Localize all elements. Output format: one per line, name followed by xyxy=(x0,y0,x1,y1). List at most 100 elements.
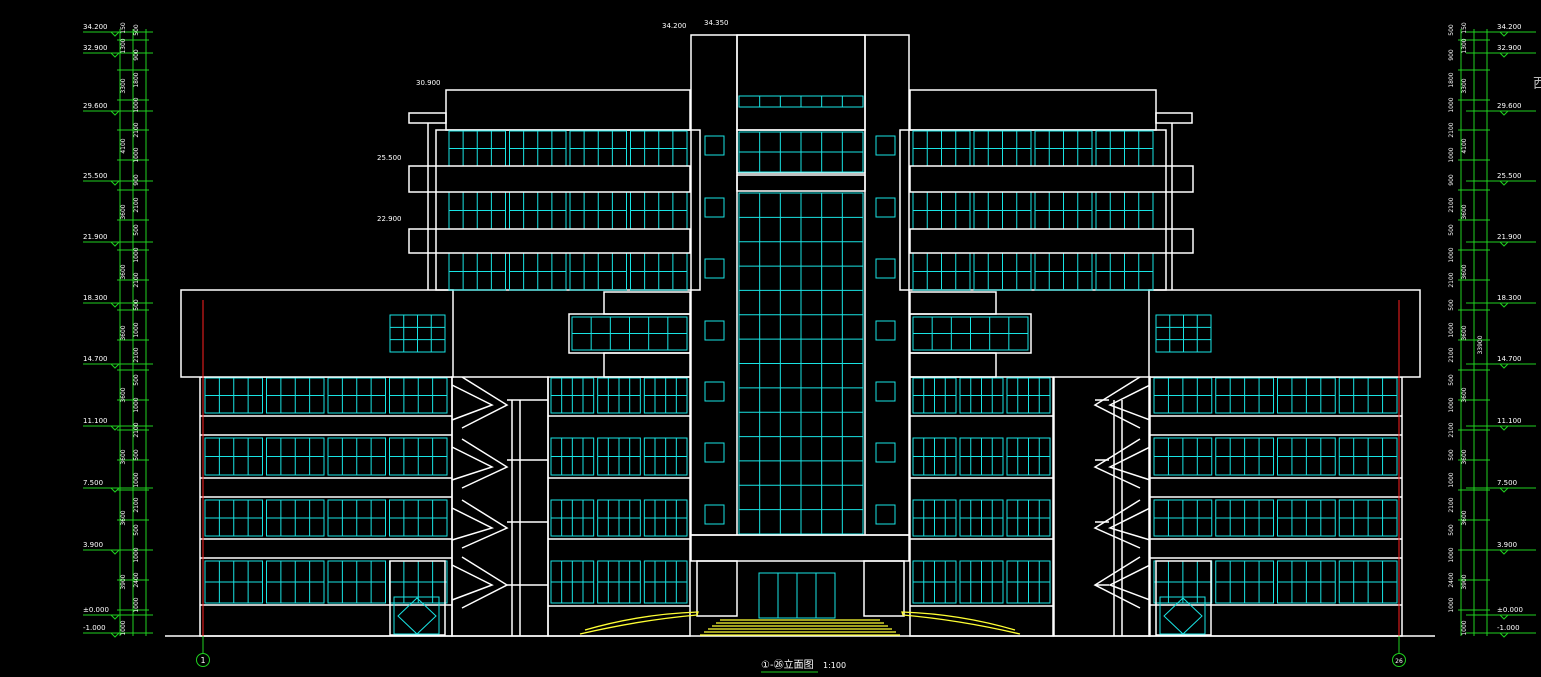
building-lines xyxy=(83,29,1536,653)
pier-window xyxy=(875,442,896,463)
axis-bubble-right xyxy=(1392,653,1406,667)
level-marker xyxy=(1498,110,1510,116)
dim-outer: 2100 xyxy=(133,272,140,287)
right-elev-7: 11.100 xyxy=(1497,417,1522,425)
stair-flight xyxy=(1107,507,1151,541)
dim-outer: 500 xyxy=(1448,449,1455,461)
dim-inner: 4100 xyxy=(120,138,127,153)
dim-inner: 1000 xyxy=(120,620,127,635)
dim-outer: 1000 xyxy=(133,247,140,262)
drawing-title: ①-㉖立面图 xyxy=(761,658,814,671)
dim-outer: 2100 xyxy=(133,347,140,362)
roof-ledge-right xyxy=(1155,112,1193,124)
level-marker xyxy=(109,614,121,620)
dim-outer: 1000 xyxy=(1448,147,1455,162)
left-elev-7: 11.100 xyxy=(83,417,108,425)
dim-outer: 1000 xyxy=(133,397,140,412)
dim-outer: 1000 xyxy=(133,597,140,612)
dim-outer: 500 xyxy=(133,299,140,311)
right-elev-8: 7.500 xyxy=(1497,479,1517,487)
level-marker xyxy=(1498,632,1510,638)
level-marker xyxy=(109,180,121,186)
dim-inner: 3900 xyxy=(120,574,127,589)
pier-window xyxy=(704,442,725,463)
dim-outer: 1000 xyxy=(1448,397,1455,412)
terrace xyxy=(909,352,997,378)
dim-outer: 500 xyxy=(133,524,140,536)
roof-parapet-left xyxy=(445,89,691,131)
door-diamond xyxy=(397,597,437,635)
dim-inner: 1300 xyxy=(120,38,127,53)
stair-flight xyxy=(1093,556,1141,609)
left-elev-9: 3.900 xyxy=(83,541,103,549)
dim-outer: 1000 xyxy=(1448,247,1455,262)
stair-flight xyxy=(461,499,509,549)
dim-inner: 3300 xyxy=(120,78,127,93)
left-elev-4: 21.900 xyxy=(83,233,108,241)
dim-inner: 3600 xyxy=(120,325,127,340)
dim-outer: 900 xyxy=(1448,174,1455,186)
level-marker xyxy=(109,241,121,247)
tower-band xyxy=(736,174,866,192)
left-elev-0: 34.200 xyxy=(83,23,108,31)
roof-ledge-left xyxy=(408,112,447,124)
stair-flight xyxy=(461,556,509,609)
cantilever-right xyxy=(1148,289,1421,378)
pier-window xyxy=(704,381,725,402)
balcony-band xyxy=(408,228,691,254)
left-elev-1: 32.900 xyxy=(83,44,108,52)
dim-outer: 2100 xyxy=(133,497,140,512)
pier-window xyxy=(704,197,725,218)
dim-outer: 2100 xyxy=(1448,197,1455,212)
axis-bubble-left xyxy=(196,653,210,667)
balcony-band xyxy=(408,165,691,193)
pier-window xyxy=(704,320,725,341)
dim-outer: 2100 xyxy=(1448,272,1455,287)
pier-window xyxy=(875,135,896,156)
right-elev-1: 32.900 xyxy=(1497,44,1522,52)
dim-outer: 2400 xyxy=(133,572,140,587)
level-marker xyxy=(1498,614,1510,620)
stair-flight xyxy=(1093,438,1141,489)
right-elev-10: ±0.000 xyxy=(1497,606,1523,614)
pier-window xyxy=(704,258,725,279)
left-elev-8: 7.500 xyxy=(83,479,103,487)
level-marker xyxy=(109,52,121,58)
stair-flight xyxy=(451,446,494,481)
dim-inner: 1000 xyxy=(1461,620,1468,635)
dim-outer: 1000 xyxy=(133,147,140,162)
dim-outer: 500 xyxy=(133,224,140,236)
dim-outer: 500 xyxy=(1448,374,1455,386)
top-mark-1: 34.350 xyxy=(704,19,729,27)
dim-inner: 3600 xyxy=(120,204,127,219)
right-elev-5: 18.300 xyxy=(1497,294,1522,302)
dim-outer: 1800 xyxy=(133,72,140,87)
dim-outer: 1000 xyxy=(133,97,140,112)
pier-window xyxy=(704,504,725,525)
dim-outer: 1000 xyxy=(133,547,140,562)
terrace xyxy=(909,291,997,315)
left-elev-6: 14.700 xyxy=(83,355,108,363)
right-elev-3: 25.500 xyxy=(1497,172,1522,180)
dim-inner: 3600 xyxy=(120,264,127,279)
terrace xyxy=(603,291,691,315)
pier-window xyxy=(875,197,896,218)
dim-outer: 2100 xyxy=(133,122,140,137)
dim-outer: 2100 xyxy=(1448,347,1455,362)
stair-flight xyxy=(1093,499,1141,549)
roof-parapet-right xyxy=(909,89,1157,131)
dim-inner: 4100 xyxy=(1461,138,1468,153)
dim-outer: 500 xyxy=(1448,24,1455,36)
right-elev-6: 14.700 xyxy=(1497,355,1522,363)
edge-glyph: 西 xyxy=(1533,76,1541,92)
dim-inner: 3600 xyxy=(1461,387,1468,402)
left-elev-3: 25.500 xyxy=(83,172,108,180)
dim-inner: 3600 xyxy=(1461,204,1468,219)
tower-top xyxy=(736,34,866,131)
level-marker xyxy=(1498,52,1510,58)
dim-outer: 1000 xyxy=(133,322,140,337)
level-marker xyxy=(109,363,121,369)
terrace xyxy=(603,352,691,378)
dim-outer: 500 xyxy=(133,24,140,36)
